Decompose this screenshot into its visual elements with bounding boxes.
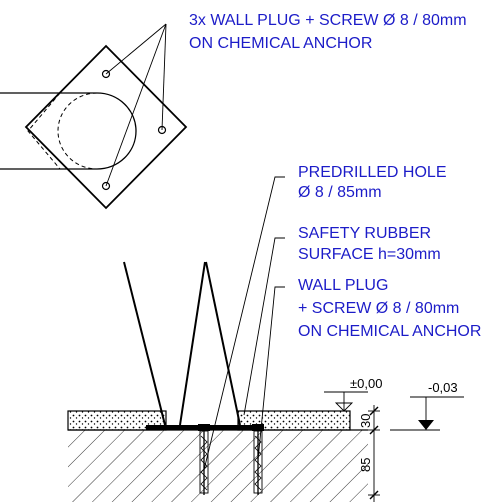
post-left-outer [123, 261, 166, 426]
predrilled-label-line1: PREDRILLED HOLE [298, 164, 447, 181]
post-end-hidden [27, 92, 61, 170]
screw-left [198, 424, 210, 495]
level-mark-zero [324, 391, 368, 412]
level-zero-text: ±0,00 [350, 376, 382, 391]
dimension-rubber-text: 30 [358, 414, 373, 428]
wall-plug-label-line1: WALL PLUG [298, 277, 388, 294]
level-mark-minus [390, 396, 464, 431]
anchor-top-label-line2: ON CHEMICAL ANCHOR [189, 35, 372, 52]
plan-view [0, 23, 188, 210]
wall-plug-label-line3: ON CHEMICAL ANCHOR [298, 323, 481, 340]
post-right-outer [205, 261, 241, 426]
rubber-label-line2: SURFACE h=30mm [298, 246, 441, 263]
section-view [67, 176, 464, 502]
leader-rubber [243, 237, 285, 416]
leader-line [161, 23, 167, 131]
wall-plug-label-line2: + SCREW Ø 8 / 80mm [298, 300, 459, 317]
leader-wall-plug [257, 286, 285, 461]
base-plate [24, 44, 188, 210]
anchor-top-label-line1: 3x WALL PLUG + SCREW Ø 8 / 80mm [189, 12, 467, 29]
post-circle-hidden [57, 92, 98, 170]
rubber-label-line1: SAFETY RUBBER [298, 225, 431, 242]
screw-right [252, 424, 264, 495]
predrilled-label-line2: Ø 8 / 85mm [298, 184, 382, 201]
vertical-dimension [368, 405, 380, 502]
concrete-hatch [68, 430, 368, 502]
leader-line [105, 23, 167, 187]
leader-line [105, 23, 167, 75]
leader-predrilled [203, 176, 285, 471]
dimension-hole-text: 85 [358, 458, 373, 472]
level-minus-text: -0,03 [428, 380, 458, 395]
post-left-inner [179, 261, 206, 426]
